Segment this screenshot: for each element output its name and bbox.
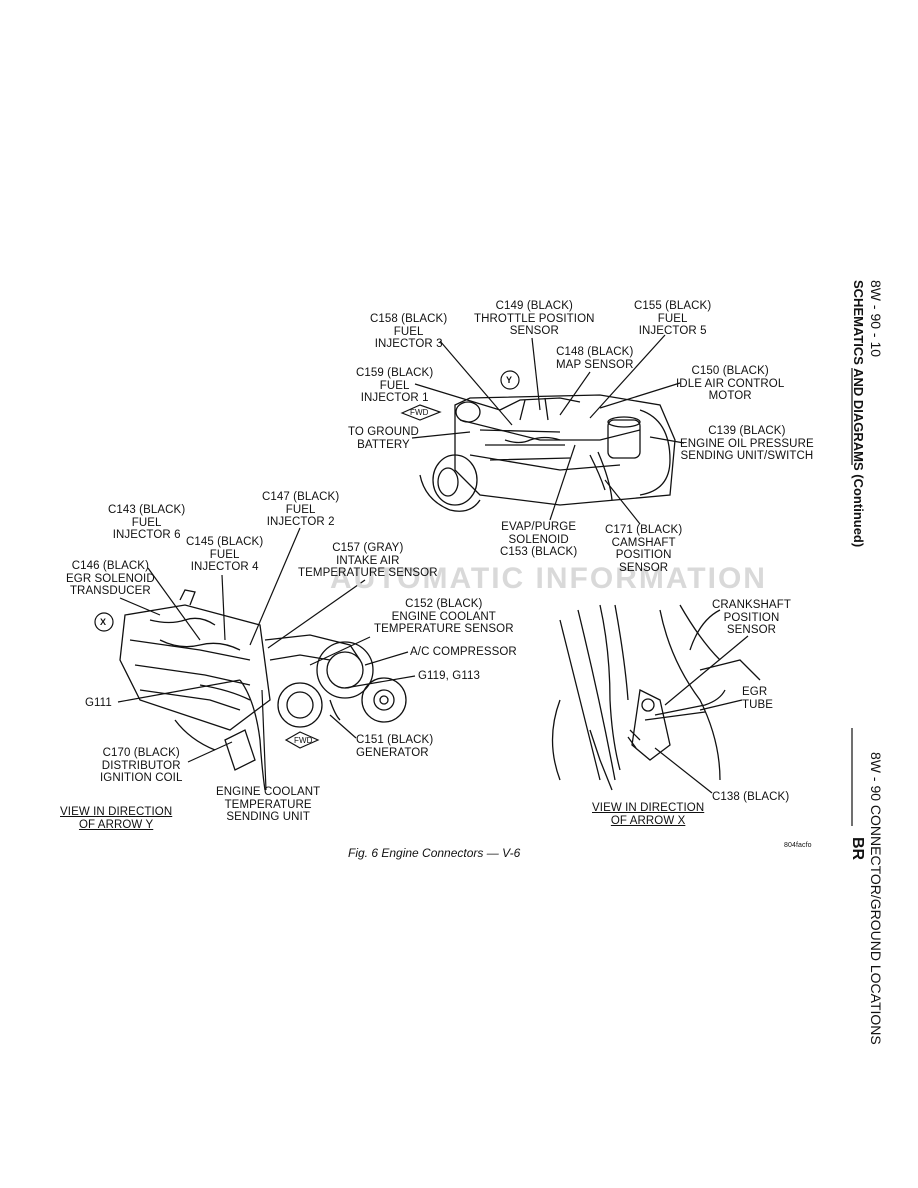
label-c139: C139 (BLACK) ENGINE OIL PRESSURE SENDING…	[680, 425, 814, 462]
label-c157: C157 (GRAY) INTAKE AIR TEMPERATURE SENSO…	[298, 542, 438, 579]
fwd-marker-top: FWD	[410, 408, 429, 417]
label-g119-g113: G119, G113	[418, 670, 480, 682]
direction-arrows	[94, 370, 520, 749]
label-g111: G111	[85, 697, 112, 709]
label-c158: C158 (BLACK) FUEL INJECTOR 3	[370, 313, 448, 350]
label-ground-battery: TO GROUND BATTERY	[348, 426, 419, 451]
label-c138: C138 (BLACK)	[712, 791, 790, 803]
fwd-marker-bottom: FWD	[294, 736, 313, 745]
label-c148: C148 (BLACK) MAP SENSOR	[556, 346, 634, 371]
image-code: 804facfo	[784, 842, 812, 849]
label-c146: C146 (BLACK) EGR SOLENOID TRANSDUCER	[66, 560, 155, 597]
label-c143: C143 (BLACK) FUEL INJECTOR 6	[108, 504, 186, 541]
figure-caption: Fig. 6 Engine Connectors — V-6	[348, 846, 521, 860]
arrow-x-marker: X	[100, 617, 107, 627]
label-ac-compressor: A/C COMPRESSOR	[410, 646, 517, 658]
label-c149: C149 (BLACK) THROTTLE POSITION SENSOR	[474, 300, 595, 337]
label-c155: C155 (BLACK) FUEL INJECTOR 5	[634, 300, 712, 337]
label-c145: C145 (BLACK) FUEL INJECTOR 4	[186, 536, 264, 573]
label-c159: C159 (BLACK) FUEL INJECTOR 1	[356, 367, 434, 404]
label-view-arrow-x: VIEW IN DIRECTION OF ARROW X	[592, 802, 705, 827]
label-egr-tube: EGR TUBE	[742, 686, 774, 711]
watermark: AUTOMATIC INFORMATION	[330, 562, 767, 595]
leader-lines	[117, 334, 749, 794]
label-c171: C171 (BLACK) CAMSHAFT POSITION SENSOR	[605, 524, 683, 574]
label-crankshaft: CRANKSHAFT POSITION SENSOR	[712, 599, 791, 636]
label-view-arrow-y: VIEW IN DIRECTION OF ARROW Y	[60, 806, 173, 831]
left-engine-drawing	[119, 589, 407, 791]
label-c150: C150 (BLACK) IDLE AIR CONTROL MOTOR	[676, 365, 785, 402]
label-evap-purge: EVAP/PURGE SOLENOID C153 (BLACK)	[500, 521, 578, 558]
label-c170: C170 (BLACK) DISTRIBUTOR IGNITION COIL	[100, 747, 183, 784]
label-c151: C151 (BLACK) GENERATOR	[356, 734, 434, 759]
label-c152: C152 (BLACK) ENGINE COOLANT TEMPERATURE …	[374, 598, 514, 635]
arrow-y-marker: Y	[506, 375, 513, 385]
label-ect-sending-unit: ENGINE COOLANT TEMPERATURE SENDING UNIT	[216, 786, 321, 823]
label-c147: C147 (BLACK) FUEL INJECTOR 2	[262, 491, 340, 528]
